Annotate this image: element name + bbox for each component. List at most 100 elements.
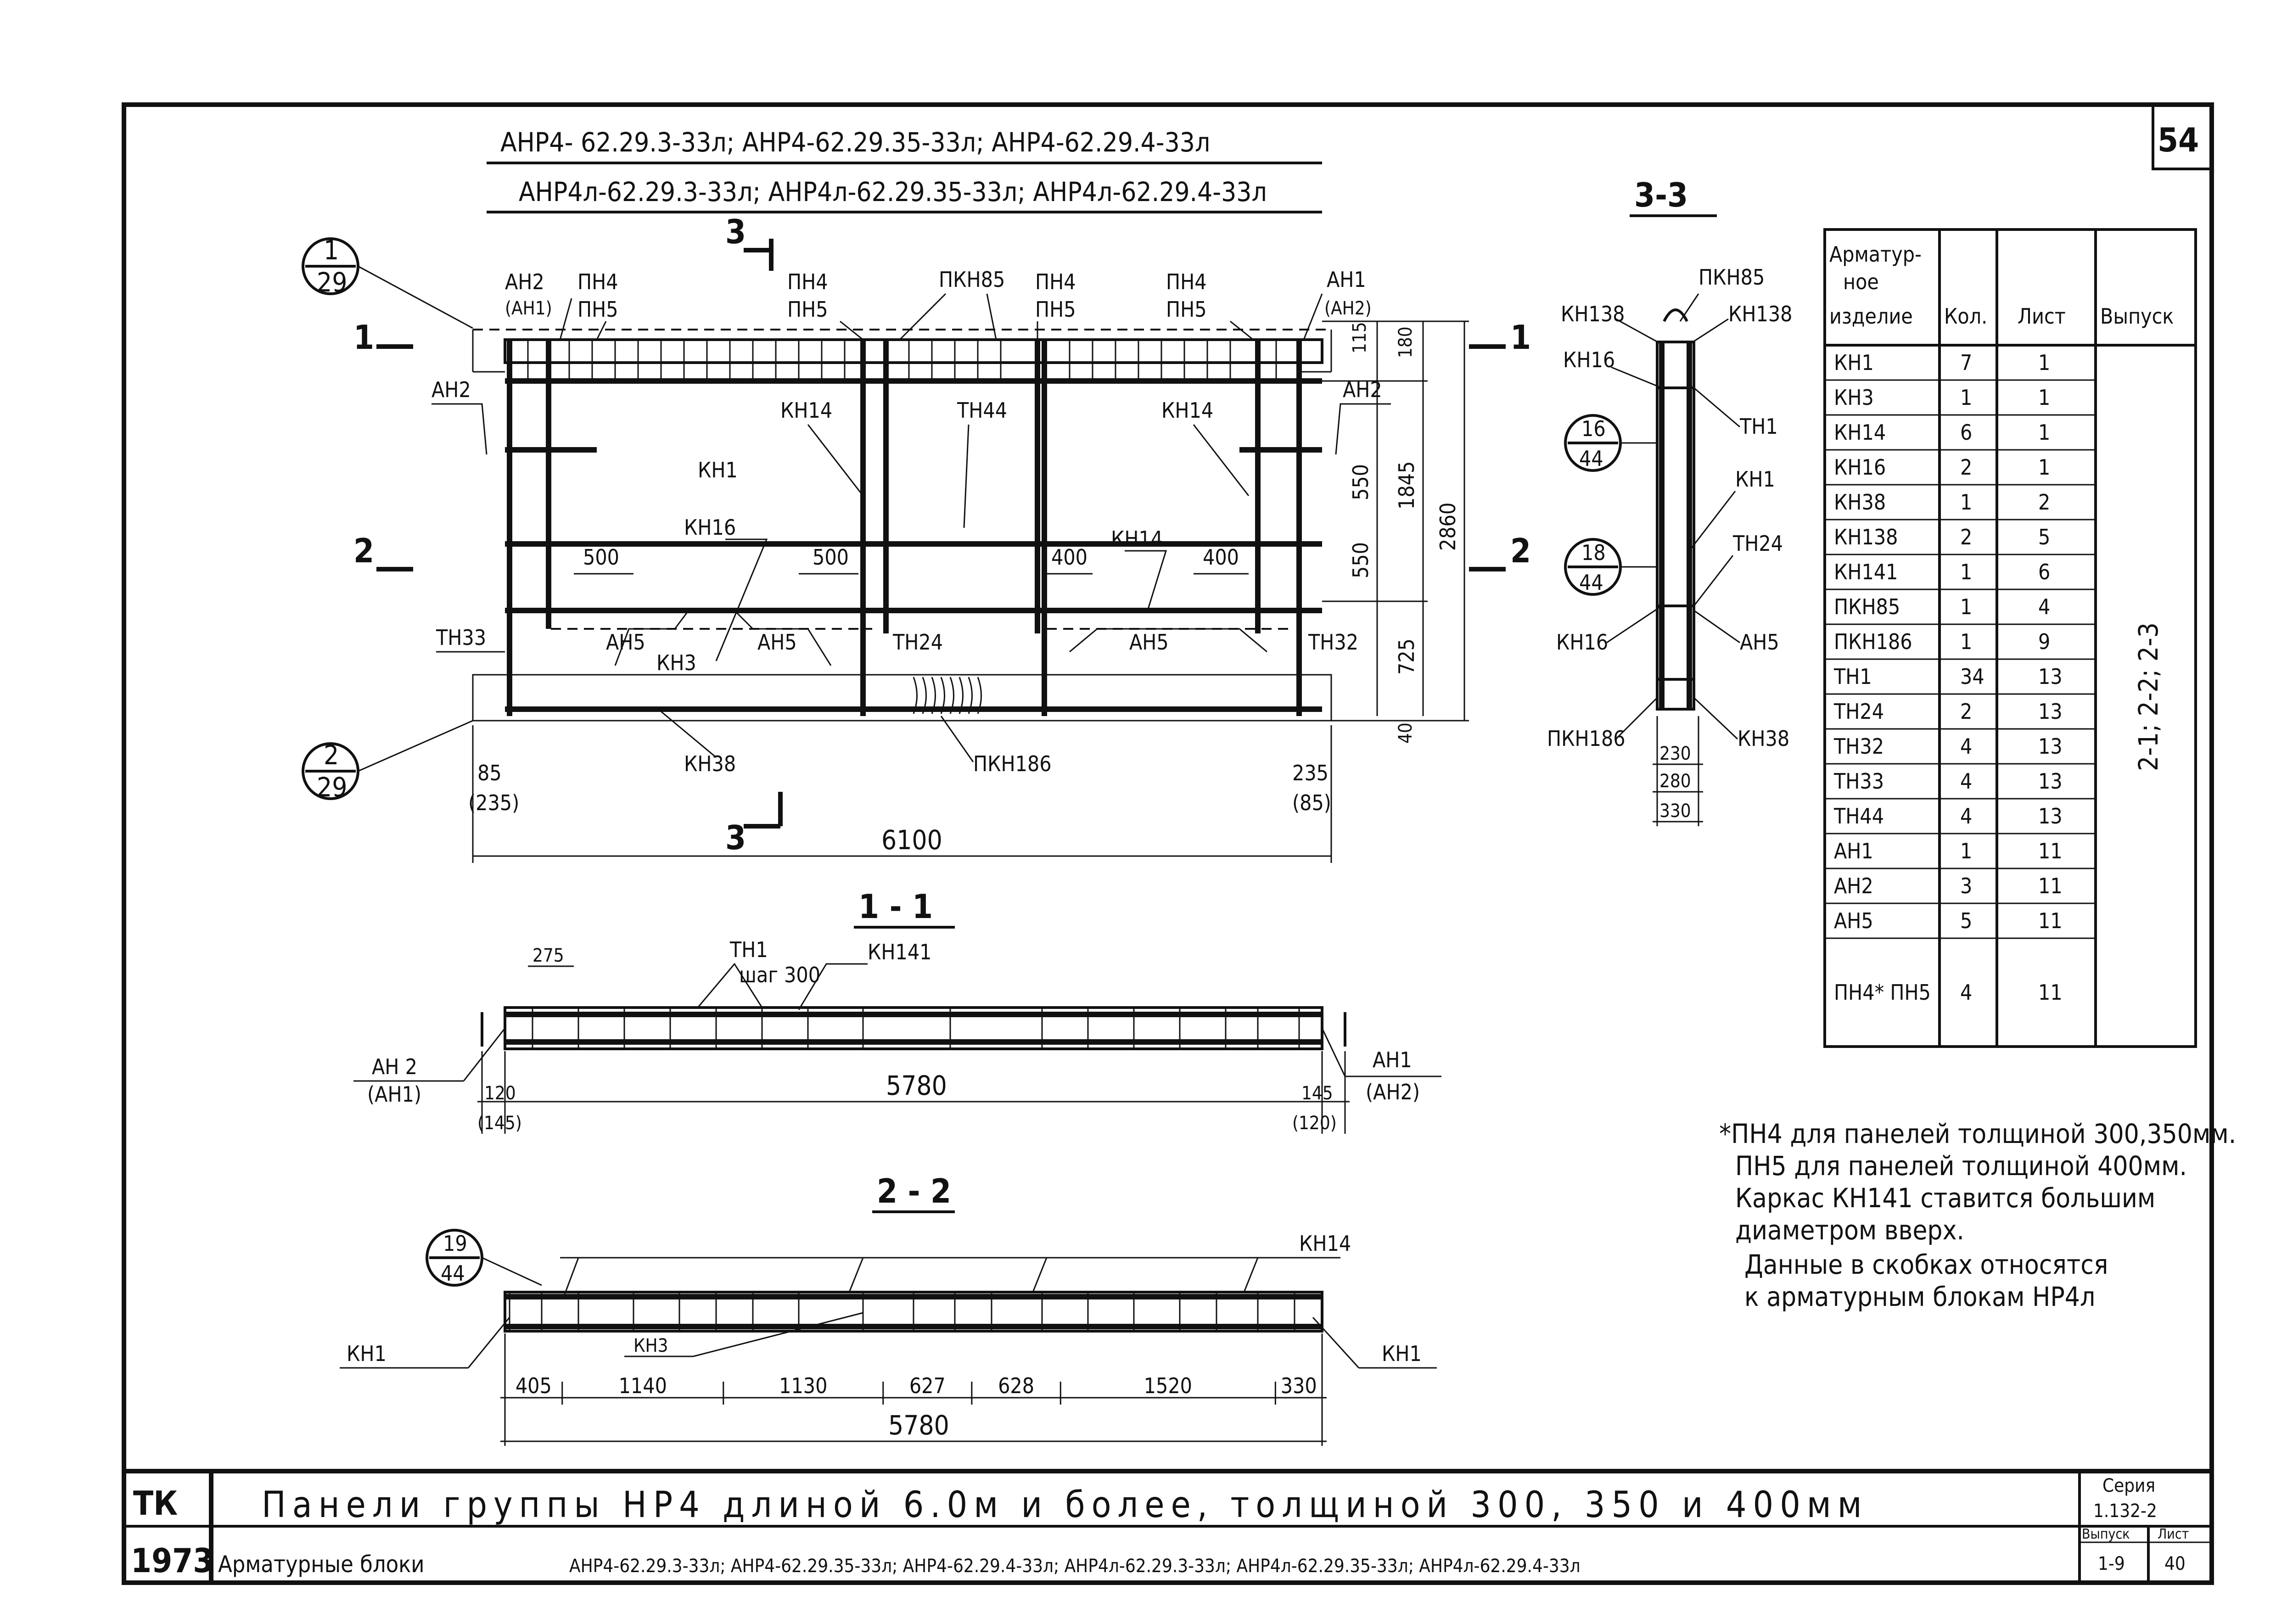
leader xyxy=(1125,550,1167,611)
table-cell-sheet: 1 xyxy=(2038,350,2050,375)
callout-2-num: 2 xyxy=(324,739,339,771)
label-ph5-3: ПН5 xyxy=(1035,297,1076,322)
table-cell-qty: 4 xyxy=(1960,734,1972,759)
table-cell-item: АН2 xyxy=(1834,874,1873,898)
leader xyxy=(1312,1316,1360,1369)
table-cell-item: КН38 xyxy=(1834,490,1886,515)
sheet-title: Панели группы НР4 длиной 6.0м и более, т… xyxy=(262,1484,1868,1526)
callout-19-den: 44 xyxy=(441,1261,465,1286)
callout-18-den: 44 xyxy=(1579,570,1603,595)
label-kh1: КН1 xyxy=(698,458,738,482)
table-cell-qty: 1 xyxy=(1960,839,1972,863)
table-cell-item: АН1 xyxy=(1834,839,1873,863)
leader xyxy=(798,963,868,1010)
issue-label: Выпуск xyxy=(2082,1526,2130,1542)
dim-115: 115 xyxy=(1349,322,1370,353)
label-pkh186: ПКН186 xyxy=(973,751,1052,776)
leader xyxy=(463,1028,506,1081)
section-3-3-title: 3-3 xyxy=(1634,176,1688,214)
table-cell-sheet: 1 xyxy=(2038,455,2050,480)
label-step: шаг 300 xyxy=(739,963,820,987)
sheet-frame xyxy=(122,102,2214,1585)
leader xyxy=(1615,318,1662,345)
note-line-6: к арматурным блокам НР4л xyxy=(1744,1281,2095,1312)
section-1-1-ticks xyxy=(532,1008,1300,1049)
table-cell-item: КН16 xyxy=(1834,455,1886,480)
leader xyxy=(1689,318,1729,345)
table-issue-value: 2-1; 2-2; 2-3 xyxy=(2133,622,2164,771)
table-cell-qty: 5 xyxy=(1960,908,1972,933)
label-ah2-paren: (АН2) xyxy=(1324,298,1372,319)
callout-1-num: 1 xyxy=(324,235,339,266)
table-header-issue: Выпуск xyxy=(2100,304,2174,329)
table-cell-qty: 6 xyxy=(1960,420,1972,445)
elevation-view: 1 29 2 29 1 2 1 2 3 3 АН2 (АН1) ПН4 ПН5 … xyxy=(302,213,1531,863)
dim-segment: 405 xyxy=(516,1373,552,1398)
table-cell-sheet: 11 xyxy=(2038,839,2063,863)
table-cell-item: ТН44 xyxy=(1833,804,1884,829)
table-cell-qty: 2 xyxy=(1960,525,1972,549)
leader xyxy=(1303,293,1323,340)
leader xyxy=(697,963,763,1008)
note-line-5: Данные в скобках относятся xyxy=(1744,1249,2108,1280)
label-ah5: АН5 xyxy=(1740,630,1779,655)
table-cell-sheet: 13 xyxy=(2038,664,2063,689)
label-kh16: КН16 xyxy=(684,515,736,540)
table-cell-sheet: 9 xyxy=(2038,629,2050,654)
leader xyxy=(560,1257,580,1295)
leader xyxy=(899,293,947,341)
label-kh141: КН141 xyxy=(868,940,931,964)
series-label: Серия xyxy=(2102,1475,2155,1496)
table-frame xyxy=(1823,228,2197,1048)
table-cell-sheet: 4 xyxy=(2038,594,2050,619)
section-2-2-ticks xyxy=(509,1292,1295,1331)
label-ah5-3: АН5 xyxy=(1129,630,1169,655)
table-cell-item: КН1 xyxy=(1834,350,1874,375)
note-line-3: Каркас КН141 ставится большим xyxy=(1735,1182,2155,1214)
leader xyxy=(1335,403,1391,455)
label-ah2: АН 2 xyxy=(372,1054,417,1079)
leader xyxy=(1230,320,1254,341)
org-name: ТК xyxy=(133,1484,178,1523)
leader xyxy=(1193,424,1250,496)
dim-5780: 5780 xyxy=(886,1070,947,1101)
header-line-1: АНР4- 62.29.3-33л; АНР4-62.29.35-33л; АН… xyxy=(500,127,1210,158)
dim-5780: 5780 xyxy=(888,1410,949,1441)
dim-1845: 1845 xyxy=(1394,461,1419,510)
dim-400b: 400 xyxy=(1203,545,1239,570)
leader xyxy=(1615,697,1658,740)
dim-330: 330 xyxy=(1659,801,1691,822)
label-ah5-1: АН5 xyxy=(606,630,645,655)
label-kh3: КН3 xyxy=(633,1335,668,1356)
pkh186-symbol xyxy=(913,677,982,714)
leader xyxy=(848,1257,864,1293)
leader xyxy=(1243,1257,1259,1293)
section-mark-1-right: 1 xyxy=(1510,318,1531,357)
leader xyxy=(715,538,768,661)
dim-segment: 628 xyxy=(998,1373,1034,1398)
dim-85: 85 xyxy=(477,761,502,785)
label-th1: ТН1 xyxy=(729,937,768,962)
label-kh138a: КН138 xyxy=(1561,302,1625,326)
leader xyxy=(840,320,863,341)
label-ah1: АН1 xyxy=(1373,1047,1412,1072)
label-kh138b: КН138 xyxy=(1728,302,1792,326)
sheet-label: Лист xyxy=(2158,1526,2189,1542)
label-kh1: КН1 xyxy=(1735,467,1775,492)
subtitle-lead: Арматурные блоки xyxy=(218,1551,425,1578)
callout-16-den: 44 xyxy=(1579,446,1603,471)
leader xyxy=(1606,605,1662,644)
leader xyxy=(940,716,974,762)
dim-segment: 627 xyxy=(909,1373,946,1398)
section-mark-2-left: 2 xyxy=(353,532,374,570)
dim-120-paren: (120) xyxy=(1292,1113,1337,1134)
dim-segment: 1130 xyxy=(779,1373,827,1398)
table-cell-sheet: 11 xyxy=(2038,908,2063,933)
table-cell-sheet: 11 xyxy=(2038,980,2063,1005)
label-kh14-1: КН14 xyxy=(780,398,832,423)
section-mark-1-left: 1 xyxy=(353,318,374,357)
table-cell-sheet: 6 xyxy=(2038,560,2050,584)
table-cell-item: ТН24 xyxy=(1833,699,1884,724)
dim-725: 725 xyxy=(1394,638,1419,675)
